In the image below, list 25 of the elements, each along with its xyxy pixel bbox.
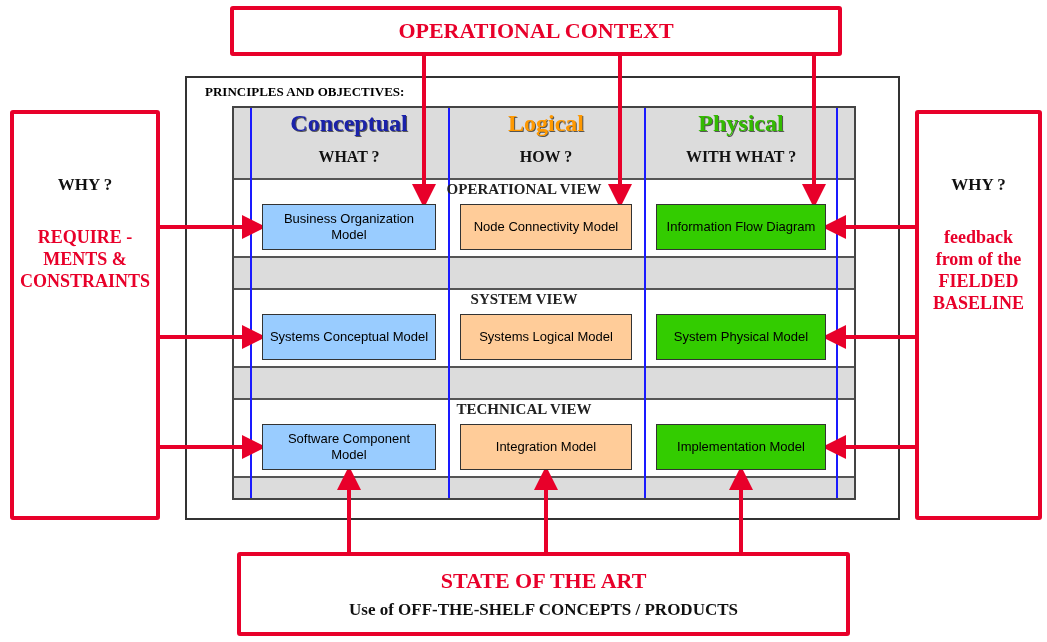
model-box: Implementation Model — [656, 424, 826, 470]
model-box: Business Organization Model — [262, 204, 436, 250]
box-title: STATE OF THE ART — [440, 568, 647, 594]
box-text: feedback from of the FIELDED BASELINE — [931, 226, 1025, 314]
model-box: System Physical Model — [656, 314, 826, 360]
frame-title: PRINCIPLES AND OBJECTIVES: — [205, 84, 405, 100]
model-box: Systems Logical Model — [460, 314, 632, 360]
model-box: Node Connectivity Model — [460, 204, 632, 250]
box-text: REQUIRE -MENTS & CONSTRAINTS — [18, 226, 151, 292]
box-question: WHY ? — [951, 174, 1006, 196]
column-question: WHAT ? — [317, 148, 381, 166]
box-subtitle: Use of OFF-THE-SHELF CONCEPTS / PRODUCTS — [349, 600, 738, 620]
view-label: SYSTEM VIEW — [469, 291, 579, 308]
box-question: WHY ? — [57, 174, 113, 196]
column-heading: Physical — [697, 110, 785, 137]
view-label: TECHNICAL VIEW — [455, 401, 593, 418]
model-box: Information Flow Diagram — [656, 204, 826, 250]
model-box: Systems Conceptual Model — [262, 314, 436, 360]
column-heading: Logical — [507, 110, 585, 137]
model-box: Integration Model — [460, 424, 632, 470]
column-question: WITH WHAT ? — [684, 148, 798, 166]
box-title: OPERATIONAL CONTEXT — [398, 18, 674, 44]
column-heading: Conceptual — [289, 110, 409, 137]
model-box: Software Component Model — [262, 424, 436, 470]
column-question: HOW ? — [518, 148, 574, 166]
